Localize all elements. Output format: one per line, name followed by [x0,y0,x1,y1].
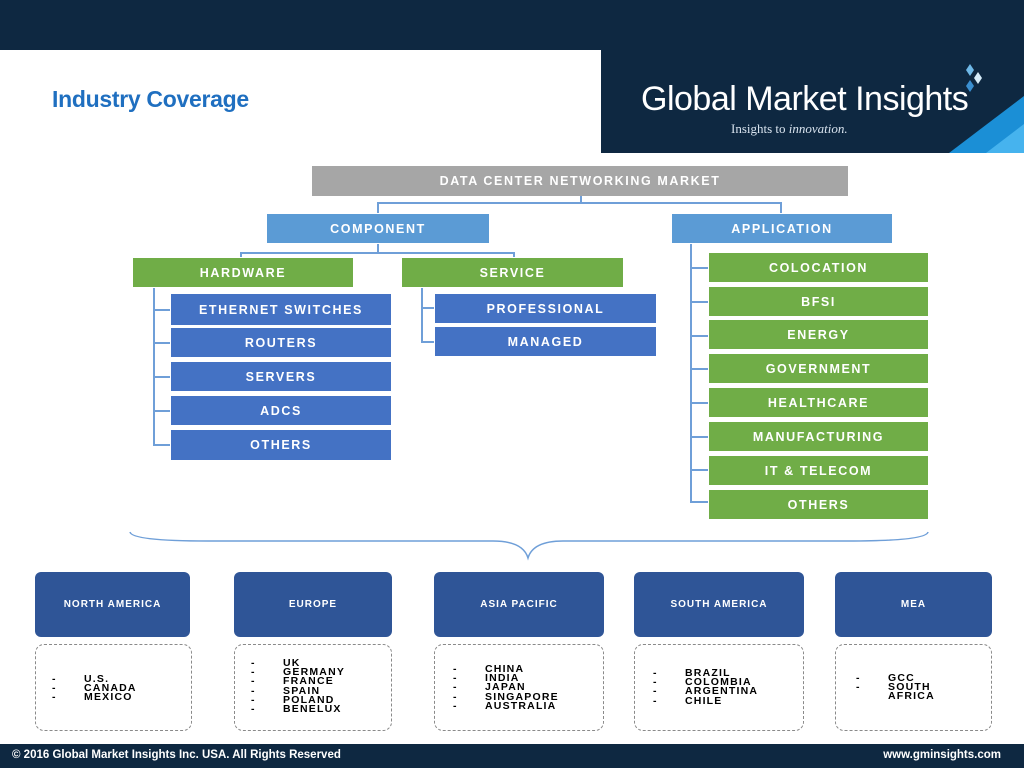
connector-line [377,202,379,214]
connector-line [690,301,708,303]
application-item: COLOCATION [708,252,929,283]
country-list-north-america: -U.S. -CANADA -MEXICO [35,644,192,731]
list-item: -SOUTH AFRICA [856,681,935,703]
hardware-item: ADCS [170,395,392,426]
connector-line [421,307,434,309]
region-mea: MEA [835,572,992,637]
root-node: DATA CENTER NETWORKING MARKET [312,166,848,196]
list-item: -CANADA [52,682,137,695]
list-item: -JAPAN [453,681,526,694]
hardware-item: SERVERS [170,361,392,392]
list-item: -FRANCE [251,675,334,688]
application-item: OTHERS [708,489,929,520]
connector-line [377,243,379,253]
service-node: SERVICE [401,257,624,288]
list-item: -BENELUX [251,703,342,716]
application-node: APPLICATION [671,213,893,244]
list-item: -AUSTRALIA [453,699,557,712]
hardware-item: OTHERS [170,429,392,461]
logo-corner-accent-light [986,124,1024,153]
connector-line [580,196,582,204]
region-south-america: SOUTH AMERICA [634,572,804,637]
curly-brace-connector [129,531,929,561]
connector-line [690,402,708,404]
connector-line [421,341,434,343]
connector-line [377,202,782,204]
list-item: -BRAZIL [653,667,731,679]
connector-line [240,252,242,258]
application-item: MANUFACTURING [708,421,929,452]
list-item: -GCC [856,672,915,684]
list-item: -MEXICO [52,691,133,704]
top-banner [0,0,1024,50]
list-item: -ARGENTINA [653,685,759,698]
service-item: PROFESSIONAL [434,293,657,324]
connector-line [421,288,423,343]
component-node: COMPONENT [266,213,490,244]
brand-logo: Global Market Insights Insights to innov… [601,50,1024,153]
list-item: -UK [251,657,301,669]
diamond-logo-icon [966,64,982,92]
connector-line [153,376,170,378]
connector-line [153,444,170,446]
region-europe: EUROPE [234,572,392,637]
hardware-item: ROUTERS [170,327,392,358]
connector-line [153,342,170,344]
connector-line [690,243,692,501]
country-list-europe: -UK -GERMANY -FRANCE -SPAIN -POLAND -BEN… [234,644,392,731]
service-item: MANAGED [434,326,657,357]
list-item: -COLOMBIA [653,676,752,689]
connector-line [153,309,170,311]
list-item: -SPAIN [251,684,321,697]
connector-line [690,267,708,269]
logo-wordmark: Global Market Insights [641,80,969,118]
application-item: IT & TELECOM [708,455,929,486]
application-item: GOVERNMENT [708,353,929,384]
list-item: -SINGAPORE [453,690,559,703]
connector-line [690,501,708,503]
connector-line [690,335,708,337]
list-item: -INDIA [453,672,520,685]
list-item: -POLAND [251,693,335,706]
website-link[interactable]: www.gminsights.com [883,749,1001,761]
list-item: -CHINA [453,663,525,675]
connector-line [780,202,782,214]
country-list-south-america: -BRAZIL -COLOMBIA -ARGENTINA -CHILE [634,644,804,731]
connector-line [513,252,515,258]
footer-bar: © 2016 Global Market Insights Inc. USA. … [0,744,1024,768]
copyright-text: © 2016 Global Market Insights Inc. USA. … [12,749,341,761]
connector-line [240,252,515,254]
connector-line [690,368,708,370]
page-title: Industry Coverage [52,86,249,112]
region-asia-pacific: ASIA PACIFIC [434,572,604,637]
list-item: -CHILE [653,694,723,707]
connector-line [153,288,155,445]
country-list-mea: -GCC -SOUTH AFRICA [835,644,992,731]
list-item: -GERMANY [251,666,346,679]
application-item: BFSI [708,286,929,317]
region-north-america: NORTH AMERICA [35,572,190,637]
application-item: HEALTHCARE [708,387,929,418]
application-item: ENERGY [708,319,929,350]
country-list-asia-pacific: -CHINA -INDIA -JAPAN -SINGAPORE -AUSTRAL… [434,644,604,731]
connector-line [690,436,708,438]
list-item: -U.S. [52,673,110,685]
hardware-item: ETHERNET SWITCHES [170,293,392,326]
hardware-node: HARDWARE [132,257,354,288]
logo-tagline: Insights to innovation. [731,121,848,136]
connector-line [690,469,708,471]
connector-line [153,410,170,412]
